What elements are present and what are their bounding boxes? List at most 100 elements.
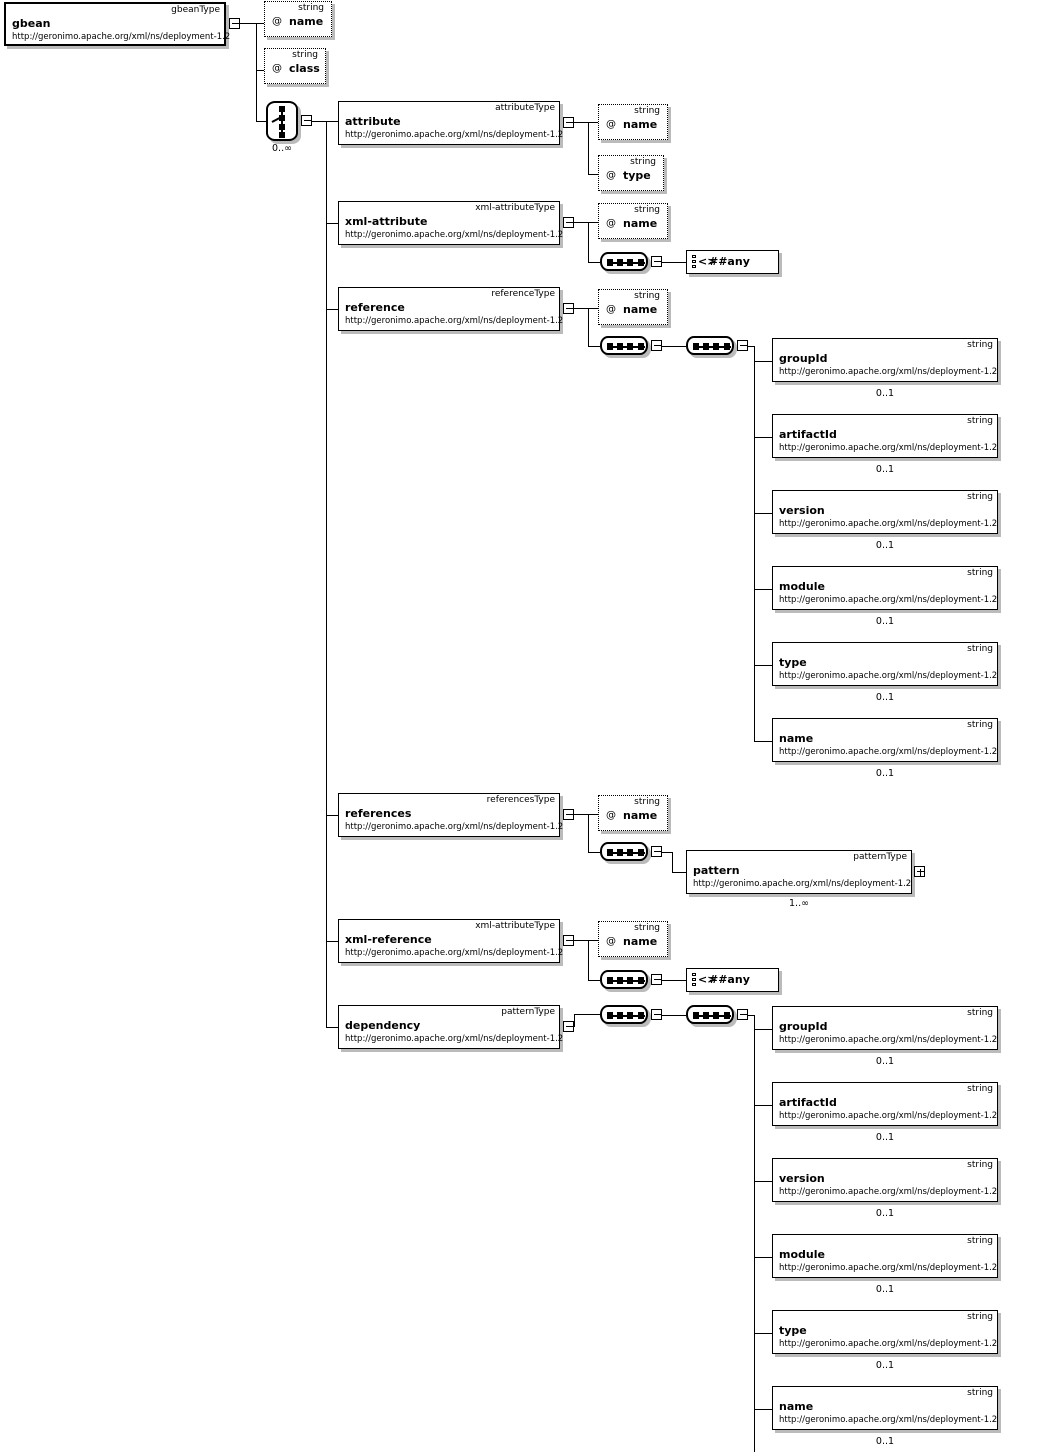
choice-compositor-icon[interactable] [266, 101, 298, 141]
element-type-label: referencesType [486, 795, 555, 805]
at-symbol: @ [272, 16, 282, 27]
expand-toggle-reference[interactable] [563, 303, 574, 314]
element-name-label: xml-attribute [345, 215, 428, 228]
expand-toggle-reference-inner-sequence[interactable] [737, 340, 748, 351]
connector [574, 1014, 575, 1027]
element-box-dep-name[interactable]: string name http://geronimo.apache.org/x… [772, 1386, 998, 1430]
connector [588, 852, 600, 853]
element-name-label: pattern [693, 864, 740, 877]
element-box-pattern[interactable]: patternType pattern http://geronimo.apac… [686, 850, 912, 894]
attribute-box-xmlref-name[interactable]: string @ name [598, 921, 668, 957]
element-type-label: string [967, 720, 993, 730]
expand-toggle-gbean[interactable] [229, 18, 240, 29]
expand-toggle-xml-reference[interactable] [563, 935, 574, 946]
at-symbol: @ [606, 170, 616, 181]
element-box-ref-name[interactable]: string name http://geronimo.apache.org/x… [772, 718, 998, 762]
expand-toggle-dependency-sequence[interactable] [651, 1009, 662, 1020]
any-box-xml-attribute[interactable]: <> ##any [686, 250, 779, 274]
element-name-label: dependency [345, 1019, 421, 1032]
sequence-compositor-icon[interactable] [600, 970, 648, 989]
element-box-dep-module[interactable]: string module http://geronimo.apache.org… [772, 1234, 998, 1278]
element-box-references[interactable]: referencesType references http://geronim… [338, 793, 563, 837]
connector [754, 741, 772, 742]
attribute-box-gbean-class[interactable]: string @ class [264, 48, 326, 84]
sequence-compositor-icon[interactable] [600, 1005, 648, 1024]
element-name-label: name [779, 732, 814, 745]
expand-toggle-pattern[interactable] [914, 866, 925, 877]
connector [754, 1333, 772, 1334]
connector [574, 308, 588, 309]
expand-toggle-xml-attribute[interactable] [563, 217, 574, 228]
element-box-dep-groupId[interactable]: string groupId http://geronimo.apache.or… [772, 1006, 998, 1050]
element-box-attribute[interactable]: attributeType attribute http://geronimo.… [338, 101, 564, 145]
element-namespace-label: http://geronimo.apache.org/xml/ns/deploy… [779, 1111, 998, 1121]
element-name-label: version [779, 1172, 825, 1185]
attribute-box-attribute-name[interactable]: string @ name [598, 104, 668, 140]
expand-toggle-references-sequence[interactable] [651, 846, 662, 857]
attribute-box-references-name[interactable]: string @ name [598, 795, 668, 831]
element-box-dependency[interactable]: patternType dependency http://geronimo.a… [338, 1005, 563, 1049]
element-box-xml-attribute[interactable]: xml-attributeType xml-attribute http://g… [338, 201, 563, 245]
element-box-ref-artifactId[interactable]: string artifactId http://geronimo.apache… [772, 414, 998, 458]
expand-toggle-dependency-inner-sequence[interactable] [737, 1009, 748, 1020]
connector [588, 940, 589, 980]
attribute-type-label: string [292, 50, 318, 60]
connector [574, 122, 588, 123]
sequence-compositor-icon[interactable] [600, 336, 648, 355]
any-label: ##any [709, 973, 750, 986]
element-box-reference[interactable]: referenceType reference http://geronimo.… [338, 287, 564, 331]
element-box-dep-artifactId[interactable]: string artifactId http://geronimo.apache… [772, 1082, 998, 1126]
connector [662, 852, 672, 853]
expand-toggle-choice[interactable] [301, 115, 312, 126]
connector [588, 174, 598, 175]
attribute-type-label: string [634, 923, 660, 933]
connector [748, 1015, 754, 1016]
connector [588, 262, 600, 263]
element-type-label: string [967, 1160, 993, 1170]
connector [754, 589, 772, 590]
element-name-label: artifactId [779, 1096, 837, 1109]
element-type-label: string [967, 1312, 993, 1322]
element-name-label: gbean [12, 17, 51, 30]
any-label: ##any [709, 255, 750, 268]
attribute-box-xmlattr-name[interactable]: string @ name [598, 203, 668, 239]
attribute-box-gbean-name[interactable]: string @ name [264, 1, 332, 37]
expand-toggle-attribute[interactable] [563, 117, 574, 128]
connector [574, 814, 588, 815]
attribute-type-label: string [630, 157, 656, 167]
expand-toggle-xmlattr-sequence[interactable] [651, 256, 662, 267]
expand-toggle-reference-sequence[interactable] [651, 340, 662, 351]
cardinality-label: 0..1 [875, 1208, 895, 1219]
element-name-label: artifactId [779, 428, 837, 441]
sequence-compositor-icon[interactable] [600, 252, 648, 271]
any-box-xml-reference[interactable]: <> ##any [686, 968, 779, 992]
sequence-compositor-icon[interactable] [600, 842, 648, 861]
element-box-gbean[interactable]: gbeanType gbean http://geronimo.apache.o… [4, 2, 230, 46]
element-box-ref-groupId[interactable]: string groupId http://geronimo.apache.or… [772, 338, 998, 382]
element-type-label: string [967, 1388, 993, 1398]
element-namespace-label: http://geronimo.apache.org/xml/ns/deploy… [693, 879, 912, 889]
sequence-compositor-icon-inner[interactable] [686, 336, 734, 355]
expand-toggle-dependency[interactable] [563, 1021, 574, 1032]
attribute-box-reference-name[interactable]: string @ name [598, 289, 668, 325]
connector [574, 222, 588, 223]
connector [754, 361, 772, 362]
sequence-compositor-icon-inner[interactable] [686, 1005, 734, 1024]
connector [588, 122, 598, 123]
element-box-dep-version[interactable]: string version http://geronimo.apache.or… [772, 1158, 998, 1202]
any-icon [692, 255, 699, 270]
element-box-ref-version[interactable]: string version http://geronimo.apache.or… [772, 490, 998, 534]
element-box-xml-reference[interactable]: xml-attributeType xml-reference http://g… [338, 919, 563, 963]
element-box-dep-type[interactable]: string type http://geronimo.apache.org/x… [772, 1310, 998, 1354]
attribute-box-attribute-type[interactable]: string @ type [598, 155, 664, 191]
element-namespace-label: http://geronimo.apache.org/xml/ns/deploy… [345, 316, 564, 326]
expand-toggle-xmlref-sequence[interactable] [651, 974, 662, 985]
element-namespace-label: http://geronimo.apache.org/xml/ns/deploy… [345, 130, 564, 140]
expand-toggle-references[interactable] [563, 809, 574, 820]
element-namespace-label: http://geronimo.apache.org/xml/ns/deploy… [779, 595, 998, 605]
at-symbol: @ [606, 218, 616, 229]
element-name-label: type [779, 656, 807, 669]
connector [754, 1029, 772, 1030]
element-box-ref-type[interactable]: string type http://geronimo.apache.org/x… [772, 642, 998, 686]
element-box-ref-module[interactable]: string module http://geronimo.apache.org… [772, 566, 998, 610]
